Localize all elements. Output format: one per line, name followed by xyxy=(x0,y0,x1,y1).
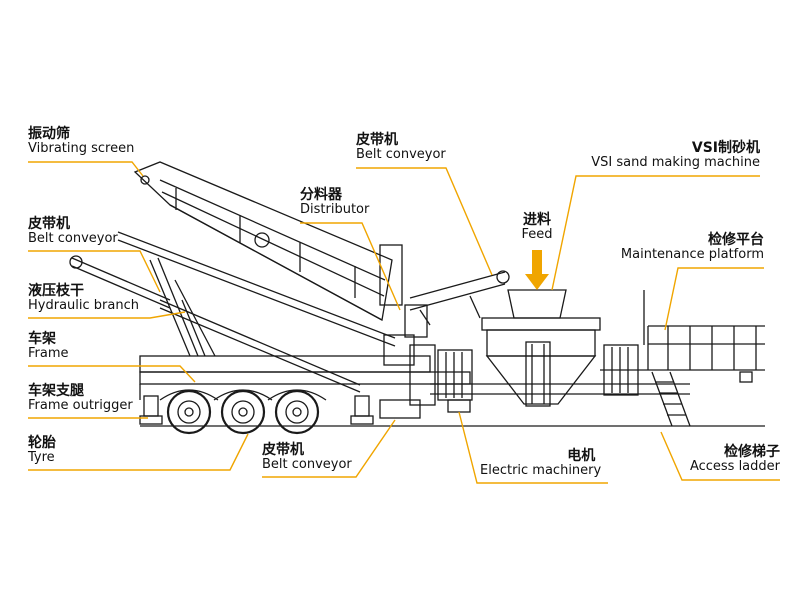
leader-belt-conveyor-bottom xyxy=(262,419,396,478)
distributor-drawing xyxy=(379,244,428,366)
hydraulic-drawing xyxy=(149,257,216,357)
feed-arrow xyxy=(525,250,549,290)
label-maintenance-platform: 检修平台 Maintenance platform xyxy=(620,232,764,263)
leader-electric-machinery xyxy=(458,411,608,484)
label-vibrating-screen: 振动筛 Vibrating screen xyxy=(28,126,135,157)
frame-drawing xyxy=(139,344,690,406)
leader-hydraulic-branch xyxy=(28,311,186,319)
label-belt-conveyor-left: 皮带机 Belt conveyor xyxy=(28,216,118,247)
label-feed: 进料 Feed xyxy=(521,212,553,243)
label-vsi: VSI制砂机 VSI sand making machine xyxy=(591,140,760,171)
leader-belt-conveyor-top xyxy=(356,167,493,276)
label-electric-machinery: 电机 Electric machinery xyxy=(480,448,602,479)
leader-distributor xyxy=(300,222,401,311)
leader-vsi xyxy=(551,175,760,291)
label-belt-conveyor-top: 皮带机 Belt conveyor xyxy=(356,132,446,163)
leader-vibrating-screen xyxy=(28,161,144,177)
vibrating-screen-drawing xyxy=(133,161,393,322)
label-access-ladder: 检修梯子 Access ladder xyxy=(689,444,780,475)
leader-tyre xyxy=(28,433,249,471)
label-frame: 车架 Frame xyxy=(28,331,69,362)
vsi-machine-drawing xyxy=(481,289,601,407)
label-hydraulic-branch: 液压枝干 Hydraulic branch xyxy=(28,283,139,314)
outrigger-drawing xyxy=(139,395,374,425)
belt-conveyor-top-drawing xyxy=(409,270,510,326)
label-tyre: 轮胎 Tyre xyxy=(28,435,56,466)
tyres-drawing xyxy=(159,389,327,435)
access-ladder-drawing xyxy=(651,371,691,427)
leader-frame xyxy=(28,365,196,383)
leader-access-ladder xyxy=(660,431,780,481)
leader-belt-conveyor-left xyxy=(28,250,161,293)
label-distributor: 分料器 Distributor xyxy=(300,187,370,218)
leader-maintenance-platform xyxy=(664,267,764,331)
label-belt-conveyor-bottom: 皮带机 Belt conveyor xyxy=(262,442,352,473)
label-frame-outrigger: 车架支腿 Frame outrigger xyxy=(28,383,133,414)
maintenance-platform-drawing xyxy=(600,290,765,383)
